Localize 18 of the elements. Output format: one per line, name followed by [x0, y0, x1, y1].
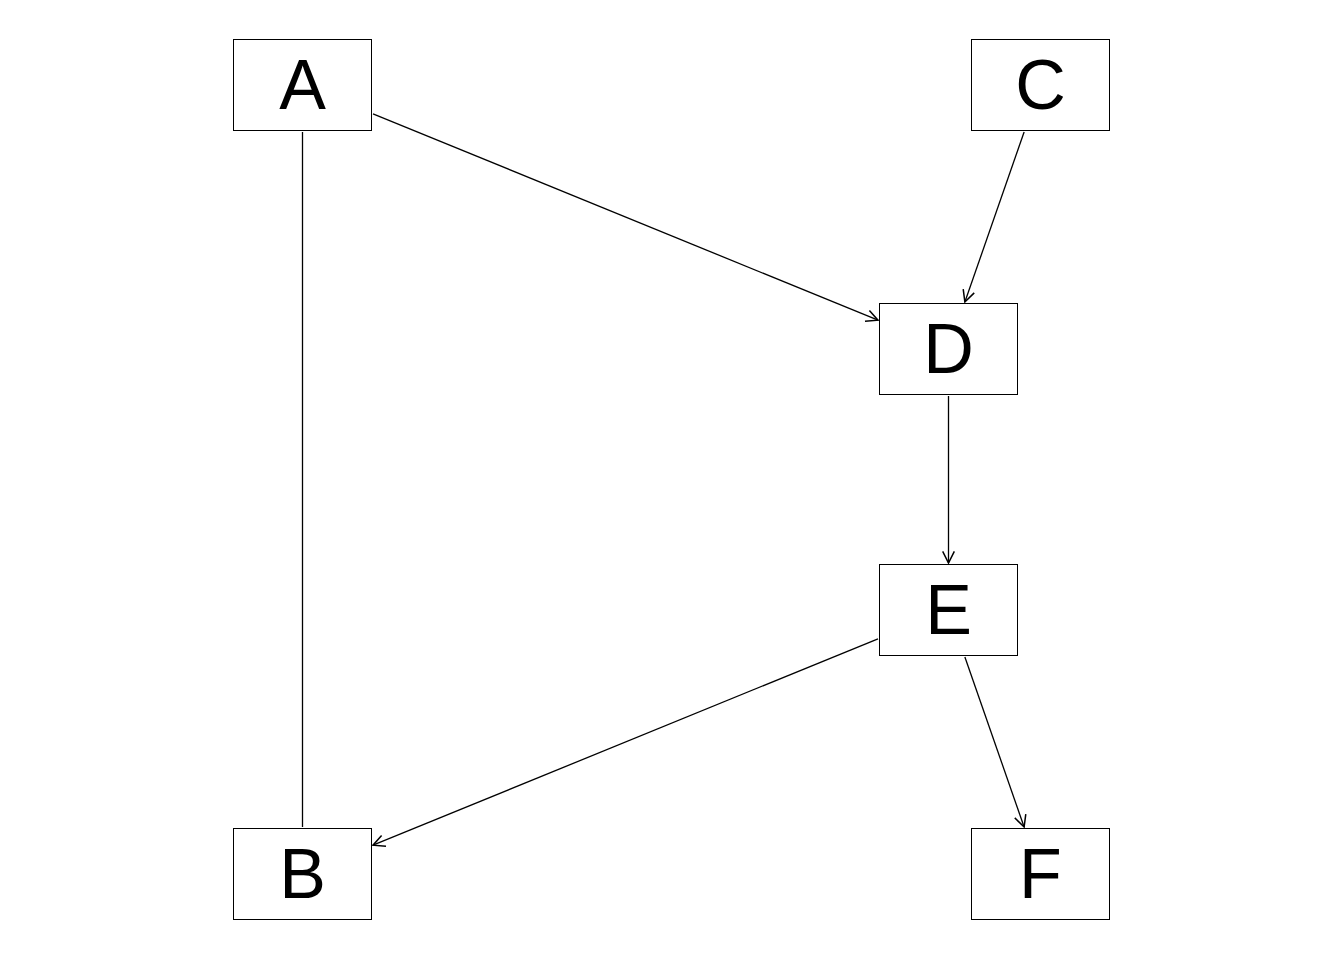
arrow	[372, 638, 879, 847]
node-label: D	[923, 314, 974, 384]
node-box	[879, 303, 1018, 395]
connector-line	[301, 131, 304, 828]
node-box	[971, 828, 1110, 920]
node-label: E	[925, 575, 972, 645]
arrow	[372, 113, 879, 322]
arrow	[941, 395, 956, 564]
node-label: F	[1019, 839, 1062, 909]
node-label: C	[1015, 50, 1066, 120]
node-box	[971, 39, 1110, 131]
arrow	[962, 131, 1025, 303]
node-box	[233, 828, 372, 920]
node-label: B	[279, 839, 326, 909]
arrow	[964, 656, 1027, 828]
node-label: A	[279, 50, 326, 120]
node-box	[879, 564, 1018, 656]
node-box	[233, 39, 372, 131]
